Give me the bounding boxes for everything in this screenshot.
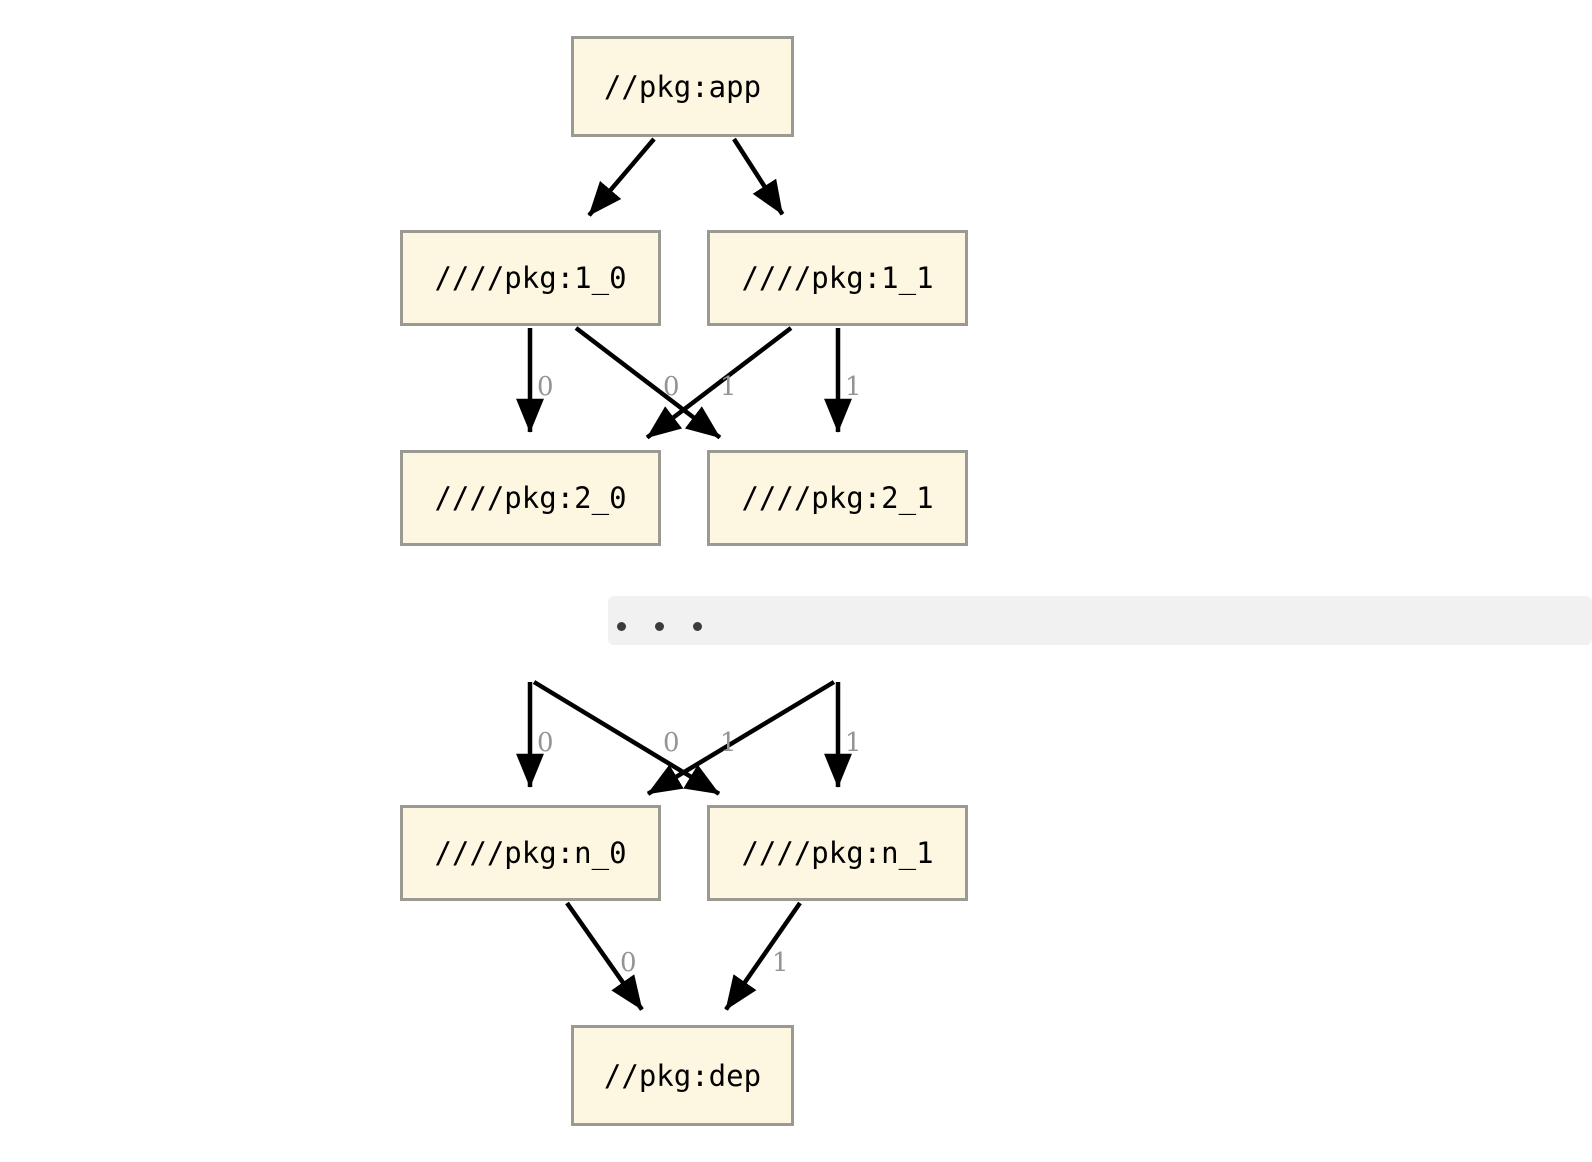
graph-node-l1_0[interactable]: ////pkg:1_0 <box>400 230 661 326</box>
truncated-levels-indicator <box>608 596 1592 645</box>
graph-edge-1_1-to-2_0 <box>645 326 793 440</box>
graph-edge-label-1_1-to-2_1: 1 <box>845 372 862 402</box>
graph-edge-app-to-1_0 <box>587 137 656 217</box>
graph-edge-label-n-1_1-to-n_1: 1 <box>845 728 862 758</box>
graph-node-label: ////pkg:2_0 <box>434 481 627 515</box>
graph-edge-n_0-to-dep <box>565 901 644 1011</box>
graph-edge-label-n-1_0-to-n_0: 0 <box>537 728 554 758</box>
graph-edge-label-n-1_0-to-n_1: 0 <box>663 728 680 758</box>
ellipsis-dot-2 <box>655 622 664 631</box>
graph-node-label: ////pkg:n_1 <box>741 836 934 870</box>
graph-edge-n-1_0-to-n_1 <box>532 680 721 796</box>
graph-edge-label-n_0-to-dep: 0 <box>620 948 637 978</box>
graph-edge-label-n-1_1-to-n_0: 1 <box>720 728 737 758</box>
graph-node-label: ////pkg:1_1 <box>741 261 934 295</box>
graph-node-label: ////pkg:1_0 <box>434 261 627 295</box>
graph-node-label: ////pkg:2_1 <box>741 481 934 515</box>
graph-node-l1_1[interactable]: ////pkg:1_1 <box>707 230 968 326</box>
graph-node-l2_1[interactable]: ////pkg:2_1 <box>707 450 968 546</box>
graph-edge-label-1_0-to-2_1: 0 <box>663 372 680 402</box>
graph-node-app[interactable]: //pkg:app <box>571 36 794 137</box>
graph-edge-label-1_1-to-2_0: 1 <box>720 372 737 402</box>
graph-edge-label-n_1-to-dep: 1 <box>772 948 789 978</box>
graph-node-dep[interactable]: //pkg:dep <box>571 1025 794 1126</box>
graph-node-l2_0[interactable]: ////pkg:2_0 <box>400 450 661 546</box>
graph-node-label: ////pkg:n_0 <box>434 836 627 870</box>
graph-node-label: //pkg:app <box>603 69 762 104</box>
ellipsis-dot-3 <box>693 622 702 631</box>
graph-node-label: //pkg:dep <box>603 1058 762 1093</box>
graph-edge-label-1_0-to-2_0: 0 <box>537 372 554 402</box>
graph-edge-n-1_1-to-n_0 <box>646 680 836 796</box>
ellipsis-dot-1 <box>617 622 626 631</box>
graph-edge-app-to-1_1 <box>732 137 785 216</box>
graph-node-ln_1[interactable]: ////pkg:n_1 <box>707 805 968 901</box>
graph-edge-n_1-to-dep <box>724 901 802 1011</box>
graph-node-ln_0[interactable]: ////pkg:n_0 <box>400 805 661 901</box>
graph-edge-1_0-to-2_1 <box>574 326 722 440</box>
